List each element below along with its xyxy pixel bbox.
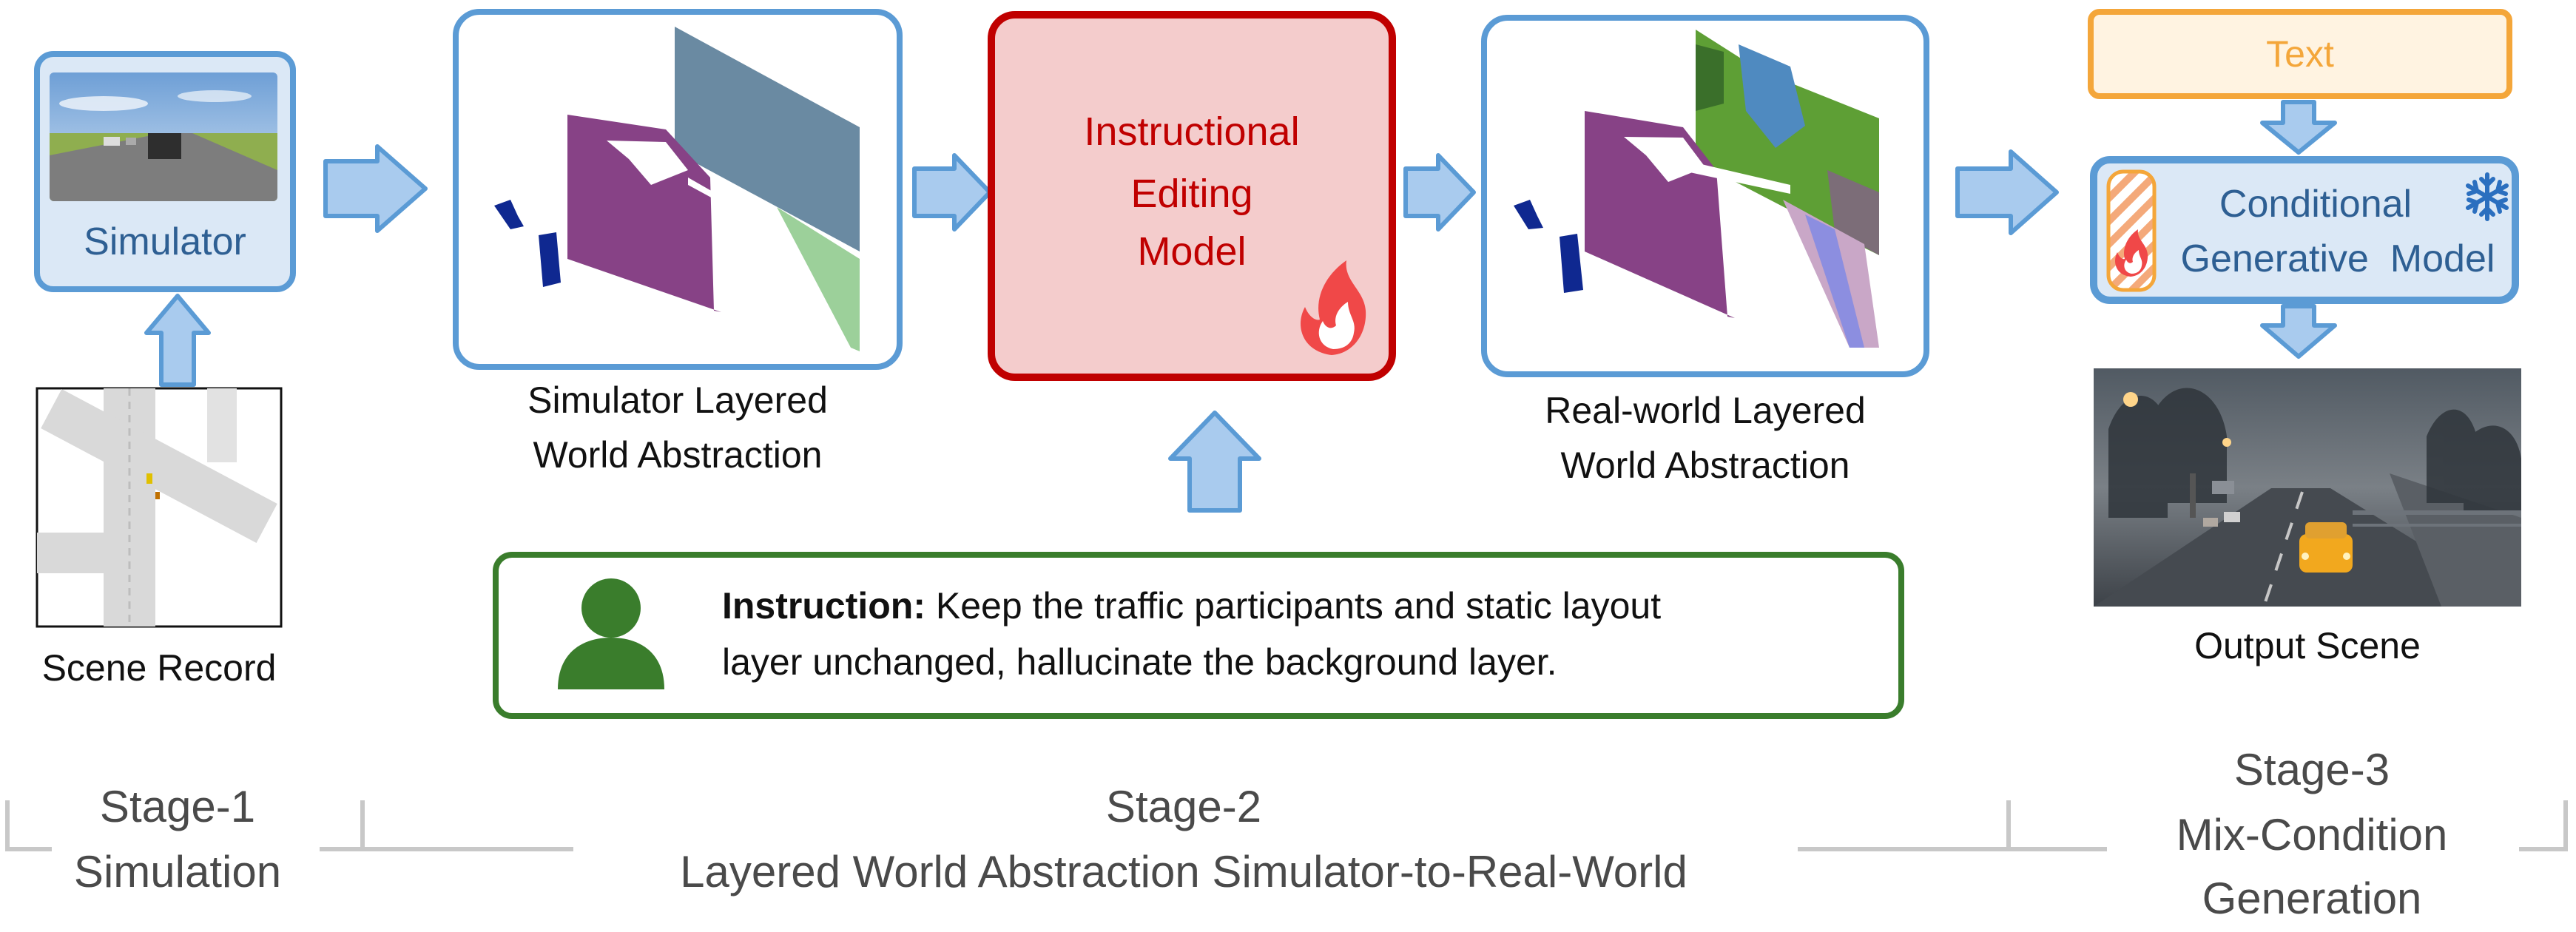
output-scene-image xyxy=(2094,368,2521,607)
stage2-title: Stage-2 xyxy=(1105,782,1262,831)
sim-abstraction-label-line1: Simulator Layered xyxy=(527,379,828,421)
gen-model-line1: Conditional xyxy=(2219,183,2413,226)
real-vehicle-1 xyxy=(1514,200,1543,229)
stage3-name-line2: Generation xyxy=(2202,874,2422,923)
sim-vehicle-1 xyxy=(494,200,524,229)
instruction-prefix: Instruction: xyxy=(722,585,925,627)
real-abstraction-label-line2: World Abstraction xyxy=(1560,445,1850,486)
instructional-editing-model-box xyxy=(988,11,1396,381)
stage1-title: Stage-1 xyxy=(99,782,256,831)
up-arrow-scene-to-simulator xyxy=(144,294,211,387)
sim-static-layer-green xyxy=(777,207,860,351)
simulator-box xyxy=(34,51,296,292)
stage-brackets xyxy=(5,800,2568,851)
instruction-text-line1: Instruction: Keep the traffic participan… xyxy=(722,578,1661,633)
instruction-text-line2: layer unchanged, hallucinate the backgro… xyxy=(722,641,1557,683)
real-world-abstraction-box xyxy=(1481,15,1929,377)
right-arrow-4 xyxy=(1955,149,2059,235)
text-box xyxy=(2088,9,2512,99)
stage1-name: Simulation xyxy=(73,847,282,896)
fire-icon xyxy=(1301,260,1366,355)
instruction-box xyxy=(493,552,1904,719)
right-arrow-2 xyxy=(912,153,992,232)
right-arrow-3 xyxy=(1403,153,1476,232)
simulator-thumbnail xyxy=(50,72,277,201)
model-label-line1: Instructional xyxy=(1084,109,1300,154)
right-arrow-1 xyxy=(323,144,428,233)
sim-background-layer xyxy=(675,27,860,251)
instruction-body-line1: Keep the traffic participants and static… xyxy=(935,585,1662,627)
text-box-label: Text xyxy=(2266,33,2334,75)
simulator-label: Simulator xyxy=(84,220,246,263)
sim-abstraction-label-line2: World Abstraction xyxy=(533,434,823,476)
model-label-line3: Model xyxy=(1137,229,1247,274)
up-arrow-instruction-to-model xyxy=(1168,411,1261,513)
stage3-title: Stage-3 xyxy=(2233,745,2390,794)
gen-model-line2: Generative Model xyxy=(2180,237,2495,280)
sim-vehicle-2 xyxy=(539,232,561,287)
snowflake-icon xyxy=(2466,172,2509,221)
fire-icon-small xyxy=(2115,229,2148,277)
real-vehicle-2 xyxy=(1560,234,1583,293)
simulator-abstraction-box xyxy=(453,9,903,370)
person-icon xyxy=(558,578,664,689)
model-label-line2: Editing xyxy=(1130,172,1253,216)
conditional-generative-model-box xyxy=(2090,156,2519,304)
down-arrow-model-to-output xyxy=(2260,304,2337,359)
scene-record-label: Scene Record xyxy=(41,647,277,689)
scene-record-map xyxy=(36,387,283,628)
output-scene-label: Output Scene xyxy=(2194,625,2421,666)
real-abstraction-label-line1: Real-world Layered xyxy=(1545,390,1866,431)
stage2-name: Layered World Abstraction Simulator-to-R… xyxy=(680,847,1687,896)
down-arrow-text-to-model xyxy=(2260,100,2337,155)
stage3-name-line1: Mix-Condition xyxy=(2176,810,2448,860)
